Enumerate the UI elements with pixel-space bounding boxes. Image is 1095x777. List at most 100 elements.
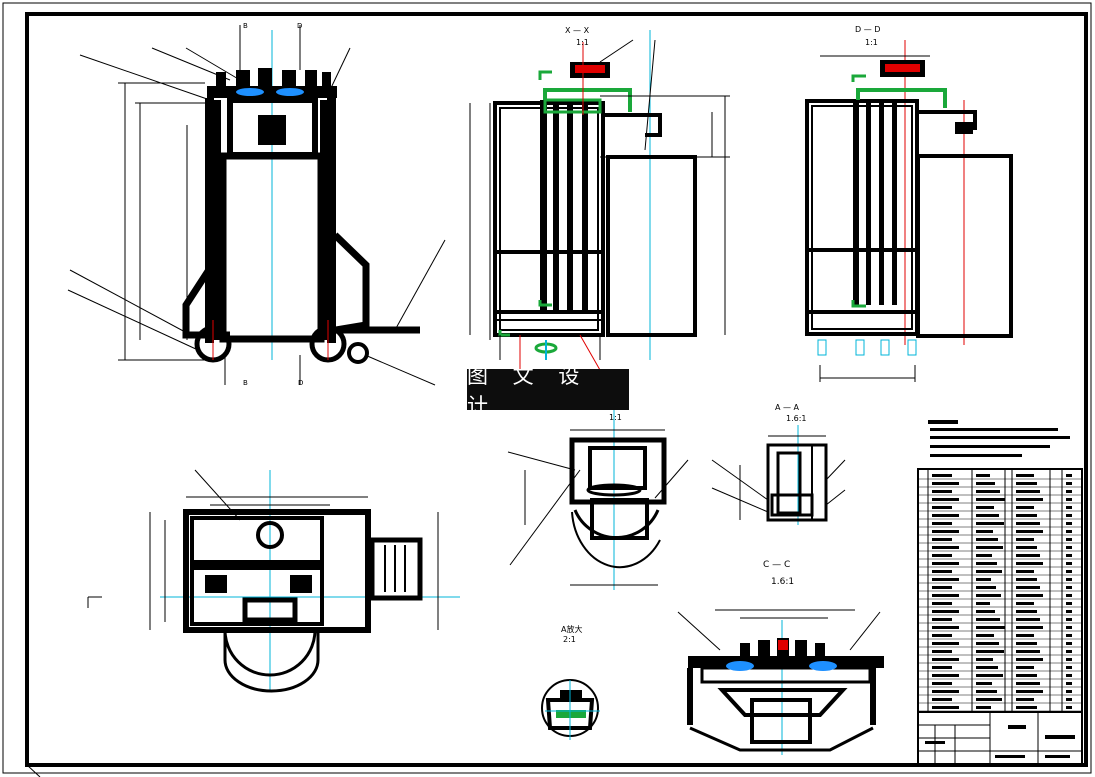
bom-cell-scribble xyxy=(932,554,952,557)
section-d-view xyxy=(805,40,1013,382)
front-view xyxy=(67,25,446,386)
section-b-scale: 1:1 xyxy=(609,413,622,422)
bom-cell-scribble xyxy=(932,674,959,677)
bom-cell-scribble xyxy=(976,514,999,517)
technical-requirements xyxy=(928,420,1070,457)
bom-cell-scribble xyxy=(1066,578,1072,581)
bom-cell-scribble xyxy=(932,634,952,637)
title-block xyxy=(917,711,1083,765)
section-c-view xyxy=(677,609,884,755)
bom-cell-scribble xyxy=(932,474,952,477)
bom-cell-scribble xyxy=(1016,578,1037,581)
bom-cell-scribble xyxy=(976,674,1003,677)
section-x-view xyxy=(469,30,730,371)
bom-cell-scribble xyxy=(1016,490,1040,493)
bom-cell-scribble xyxy=(976,634,994,637)
corner-tick xyxy=(26,764,41,777)
bom-cell-scribble xyxy=(932,506,952,509)
bom-cell-scribble xyxy=(932,666,952,669)
bom-cell-scribble xyxy=(1016,650,1040,653)
bom-cell-scribble xyxy=(1016,546,1037,549)
bom-cell-scribble xyxy=(1016,562,1043,565)
bom-cell-scribble xyxy=(1066,650,1072,653)
bom-cell-scribble xyxy=(1016,498,1043,501)
bom-cell-scribble xyxy=(1016,610,1037,613)
bom-cell-scribble xyxy=(976,506,994,509)
bom-cell-scribble xyxy=(1066,570,1072,573)
bom-cell-scribble xyxy=(932,610,959,613)
bom-cell-scribble xyxy=(1016,642,1037,645)
bom-cell-scribble xyxy=(932,498,959,501)
bom-cell-scribble xyxy=(1016,506,1034,509)
wheel-small xyxy=(347,342,369,364)
bom-cell-scribble xyxy=(1066,698,1072,701)
bom-cell-scribble xyxy=(1016,618,1040,621)
section-x-scale: 1:1 xyxy=(576,38,589,47)
bom-cell-scribble xyxy=(1066,634,1072,637)
section-a-view xyxy=(711,425,846,525)
bom-cell-scribble xyxy=(1066,594,1072,597)
bom-cell-scribble xyxy=(932,706,959,709)
bom-cell-scribble xyxy=(1016,482,1037,485)
bom-cell-scribble xyxy=(1066,546,1072,549)
bill-of-materials xyxy=(917,468,1083,713)
bom-cell-scribble xyxy=(976,586,996,589)
bom-cell-scribble xyxy=(932,602,952,605)
bom-cell-scribble xyxy=(976,530,993,533)
bom-cell-scribble xyxy=(1066,562,1072,565)
cut-marker-bottom-left-d: D xyxy=(298,379,303,387)
bom-cell-scribble xyxy=(932,586,952,589)
cut-marker-top-left-d: D xyxy=(297,22,302,30)
bom-cell-scribble xyxy=(976,578,991,581)
bom-cell-scribble xyxy=(1066,506,1072,509)
bom-cell-scribble xyxy=(976,642,999,645)
bom-cell-scribble xyxy=(1016,634,1034,637)
bom-cell-scribble xyxy=(1016,522,1040,525)
bom-cell-scribble xyxy=(976,594,1001,597)
bom-cell-scribble xyxy=(1066,514,1072,517)
bom-cell-scribble xyxy=(1066,706,1072,709)
bom-cell-scribble xyxy=(976,610,995,613)
bom-cell-scribble xyxy=(932,570,952,573)
bom-cell-scribble xyxy=(932,538,952,541)
top-plate xyxy=(207,86,337,98)
bom-cell-scribble xyxy=(1016,682,1040,685)
bom-cell-scribble xyxy=(932,522,952,525)
bom-cell-scribble xyxy=(932,682,952,685)
bom-cell-scribble xyxy=(1066,530,1072,533)
bom-cell-scribble xyxy=(1066,474,1072,477)
bom-cell-scribble xyxy=(976,650,1004,653)
bom-cell-scribble xyxy=(976,682,992,685)
bom-cell-scribble xyxy=(976,626,1005,629)
bom-cell-scribble xyxy=(932,562,959,565)
bom-cell-scribble xyxy=(932,514,959,517)
bom-cell-scribble xyxy=(1066,626,1072,629)
bom-cell-scribble xyxy=(1016,666,1034,669)
bom-cell-scribble xyxy=(1016,474,1034,477)
section-c-title: C — C xyxy=(763,560,790,570)
cut-marker-top-left-b: B xyxy=(243,22,248,30)
bom-cell-scribble xyxy=(976,490,1000,493)
detail-a-view xyxy=(541,679,600,740)
valve-blue-b xyxy=(276,88,304,96)
bom-cell-scribble xyxy=(932,594,959,597)
bom-cell-scribble xyxy=(976,546,1003,549)
valve-blue-a xyxy=(236,88,264,96)
bom-cell-scribble xyxy=(1016,698,1034,701)
bom-cell-scribble xyxy=(1066,538,1072,541)
bom-cell-scribble xyxy=(976,570,1002,573)
top-view xyxy=(87,469,460,693)
bom-cell-scribble xyxy=(976,602,990,605)
detail-a-scale: 2:1 xyxy=(563,635,576,644)
bom-cell-scribble xyxy=(1016,626,1043,629)
bom-cell-scribble xyxy=(932,698,952,701)
bom-cell-scribble xyxy=(932,658,959,661)
bom-cell-scribble xyxy=(976,666,998,669)
bom-cell-scribble xyxy=(976,522,1004,525)
section-d-title: D — D xyxy=(855,25,880,34)
section-c-scale: 1.6:1 xyxy=(771,577,794,587)
bom-cell-scribble xyxy=(1016,538,1034,541)
bom-cell-scribble xyxy=(1016,514,1037,517)
